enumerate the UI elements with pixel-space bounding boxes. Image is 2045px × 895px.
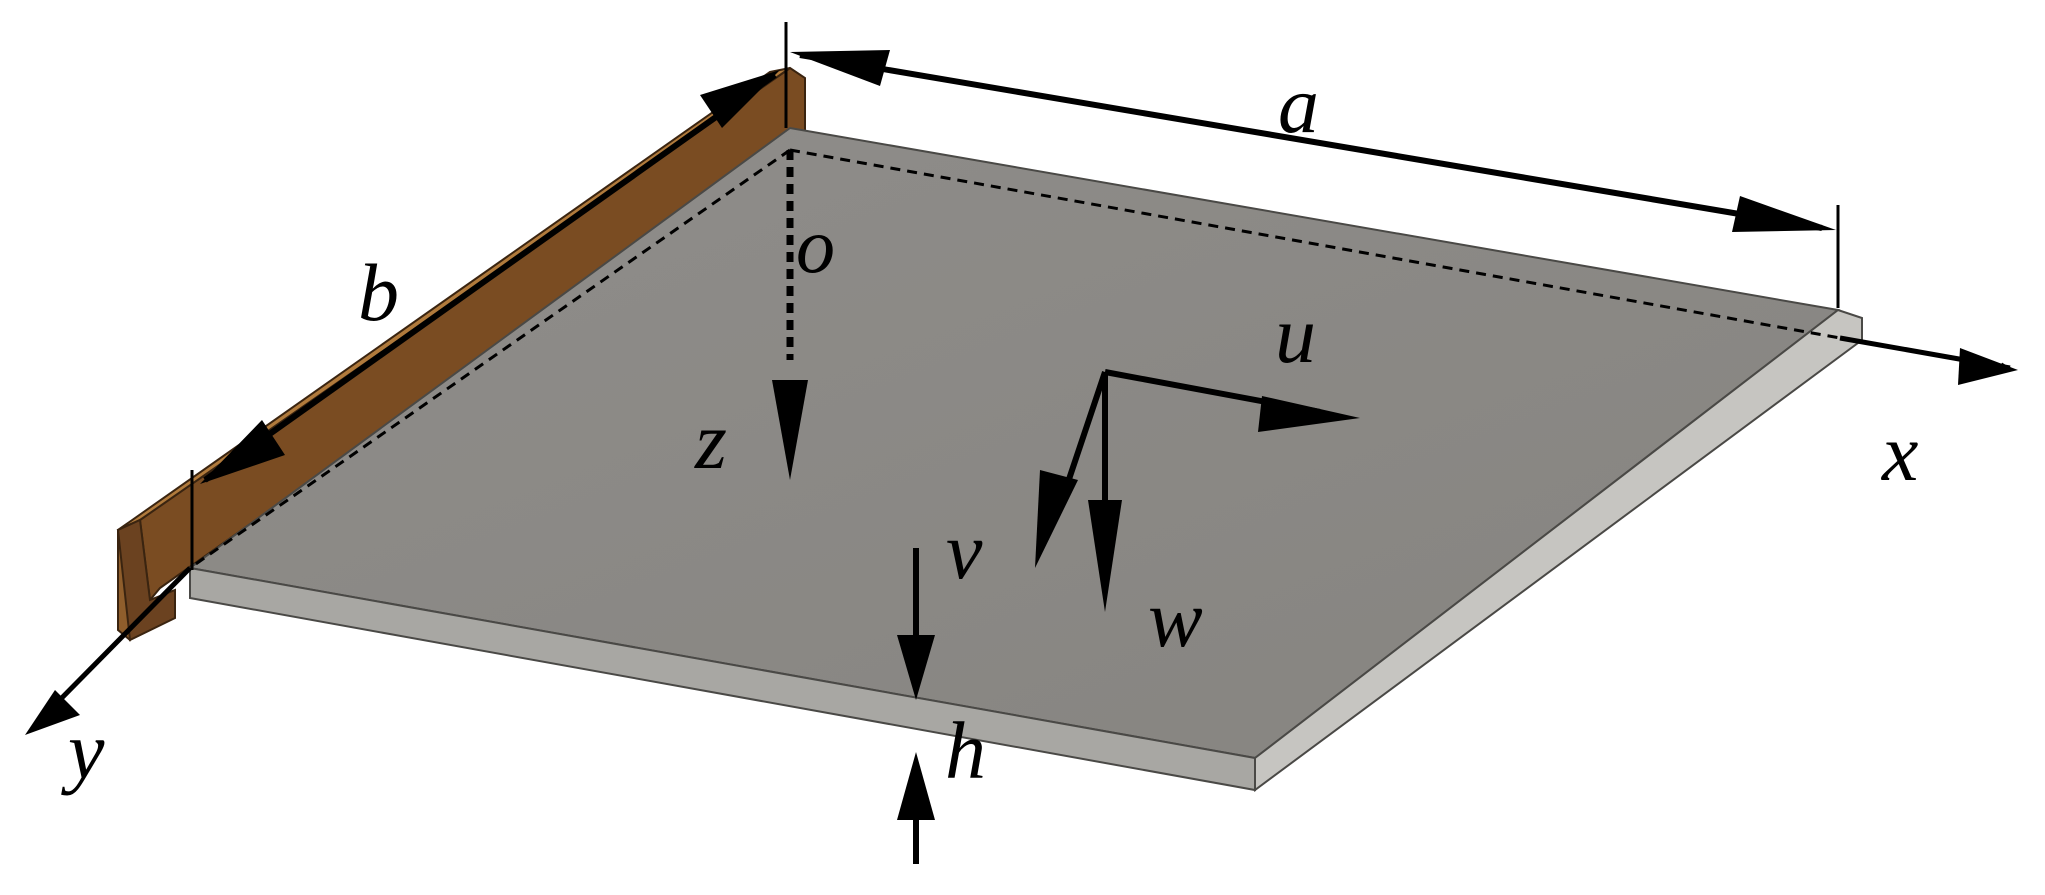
x-axis-arrowhead [1958,348,2018,385]
label-o: o [796,202,835,289]
y-axis-arrowhead [25,690,80,735]
label-y: y [61,705,105,796]
plate [187,126,1863,792]
label-z: z [694,395,727,486]
label-w: w [1148,573,1203,664]
thickness-h [897,548,935,864]
dimension-a [784,22,1840,308]
label-b: b [358,247,399,338]
label-v: v [946,505,983,596]
label-h: h [945,705,986,796]
dashed-axes [189,148,1841,570]
z-axis-arrowhead [772,380,808,480]
label-u: u [1275,289,1316,380]
label-x: x [1881,407,1918,498]
dimension-b [190,70,780,570]
displacement-vectors [1035,369,1360,612]
label-a: a [1278,59,1319,150]
y-axis-arrow [38,566,192,722]
